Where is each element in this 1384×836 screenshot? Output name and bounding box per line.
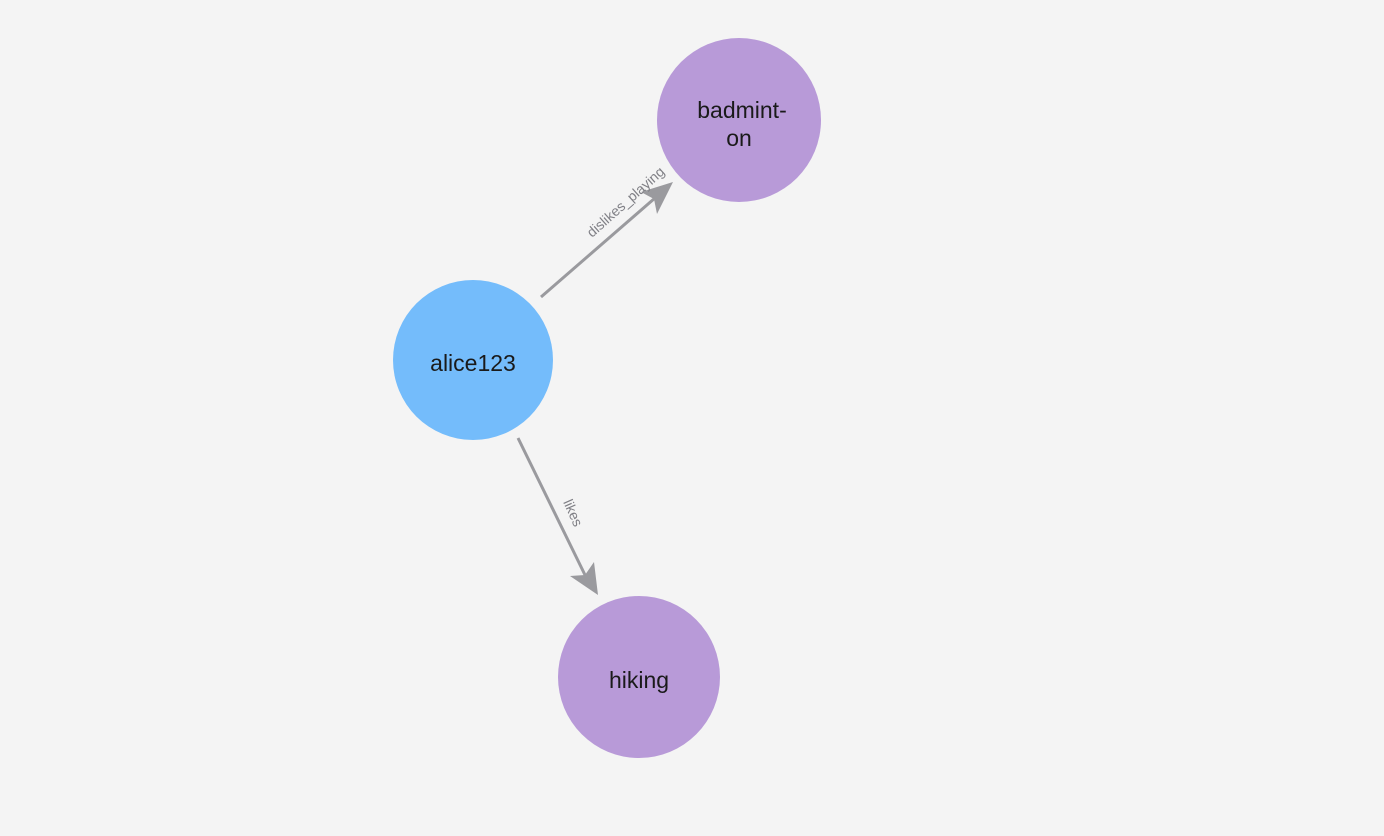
node-alice123[interactable]: alice123 [393, 280, 553, 440]
node-circle-badminton [657, 38, 821, 202]
arrowhead-dislikes-playing [641, 182, 673, 214]
node-badminton[interactable]: badmint- on [657, 38, 821, 202]
node-label-badminton-line2: on [726, 125, 752, 151]
node-hiking[interactable]: hiking [558, 596, 720, 758]
edge-likes[interactable]: likes [516, 437, 598, 595]
node-circle-alice123 [393, 280, 553, 440]
node-layer: alice123 badmint- on hiking [393, 38, 821, 758]
edge-label-likes: likes [560, 497, 586, 529]
node-label-alice123: alice123 [430, 350, 516, 376]
node-label-hiking: hiking [609, 667, 669, 693]
node-label-badminton-line1: badmint- [697, 97, 786, 123]
edge-dislikes-playing[interactable]: dislikes_playing [540, 163, 673, 299]
edge-line-dislikes-playing [540, 196, 656, 299]
edge-line-likes [516, 437, 588, 578]
arrowhead-likes [570, 562, 598, 595]
node-circle-hiking [558, 596, 720, 758]
